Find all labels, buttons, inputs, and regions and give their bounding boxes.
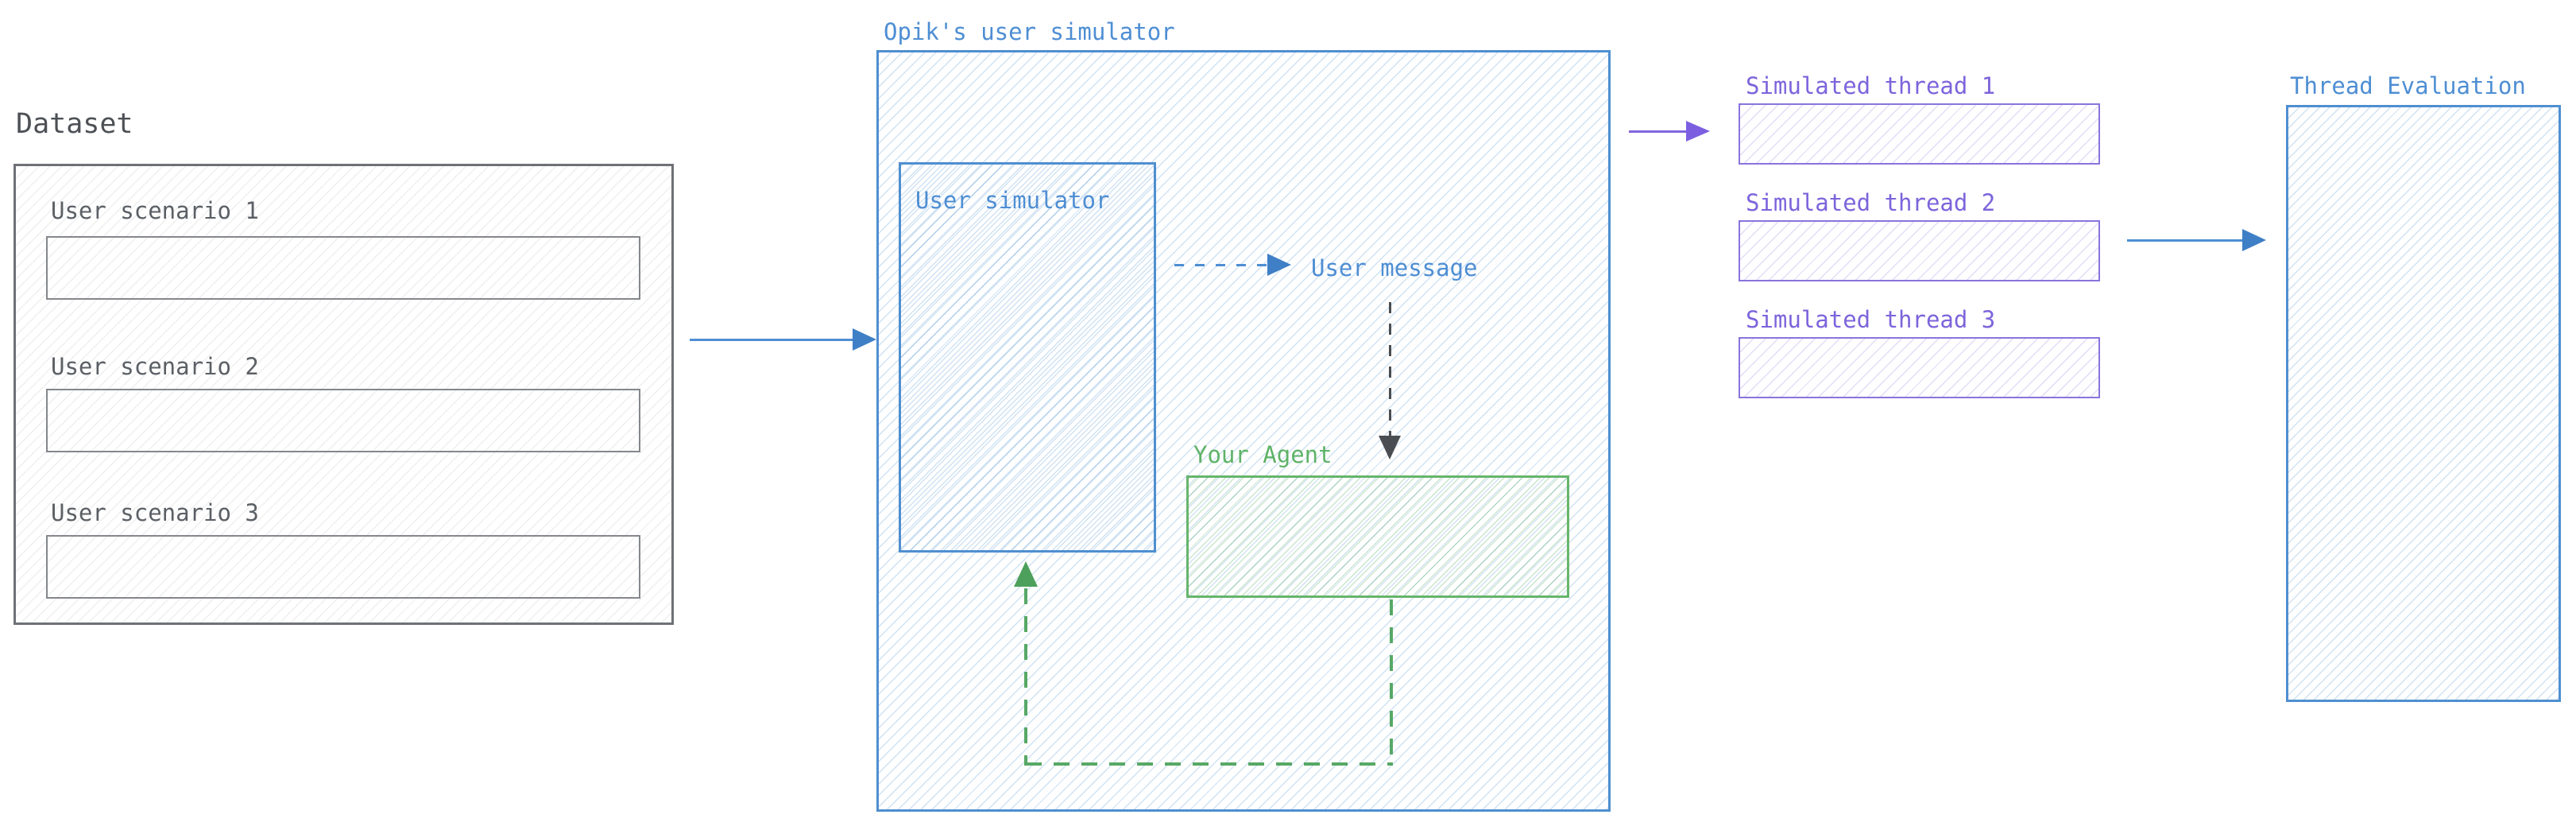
scenario-2-box [46, 389, 640, 452]
scenario-2-label: User scenario 2 [51, 353, 259, 380]
simulated-thread-2-label: Simulated thread 2 [1746, 189, 1996, 216]
your-agent-box [1186, 475, 1569, 598]
dataset-box [14, 164, 674, 625]
thread-evaluation-box [2286, 105, 2561, 702]
opik-simulator-box [876, 50, 1611, 812]
your-agent-label: Your Agent [1193, 441, 1332, 468]
thread-evaluation-label: Thread Evaluation [2290, 72, 2526, 99]
simulated-thread-2-box [1739, 220, 2100, 281]
scenario-3-box [46, 535, 640, 599]
scenario-1-box [46, 236, 640, 300]
simulated-thread-1-box [1739, 103, 2100, 165]
scenario-3-label: User scenario 3 [51, 499, 259, 526]
scenario-1-label: User scenario 1 [51, 197, 259, 224]
user-simulator-box [899, 162, 1156, 553]
dataset-label: Dataset [16, 108, 133, 140]
user-message-label: User message [1311, 254, 1478, 281]
user-simulator-label: User simulator [915, 187, 1110, 214]
simulated-thread-1-label: Simulated thread 1 [1746, 72, 1996, 99]
opik-simulator-label: Opik's user simulator [884, 18, 1175, 45]
simulated-thread-3-box [1739, 337, 2100, 398]
simulated-thread-3-label: Simulated thread 3 [1746, 306, 1996, 333]
